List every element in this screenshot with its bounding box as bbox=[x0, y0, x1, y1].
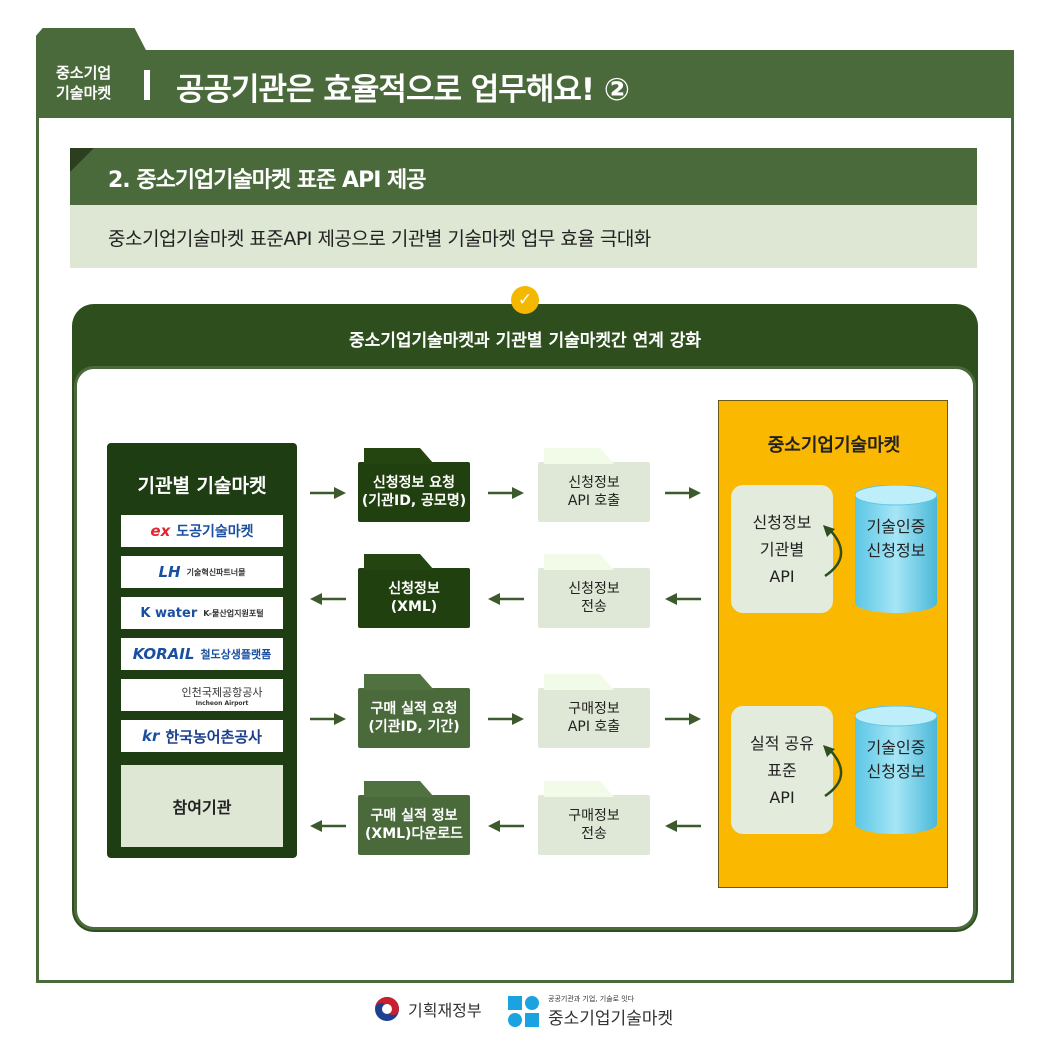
arrow-right-icon bbox=[665, 713, 701, 725]
arrow-right-icon bbox=[488, 713, 524, 725]
ministry-logo: 기획재정부 bbox=[374, 996, 482, 1022]
arrow-left-icon bbox=[665, 593, 701, 605]
request-folder: 신청정보 (XML) bbox=[358, 568, 470, 628]
database-icon: 기술인증 신청정보 bbox=[854, 705, 938, 834]
header-tab bbox=[36, 28, 148, 54]
page-title: 공공기관은 효율적으로 업무해요! ② bbox=[176, 72, 630, 108]
request-folder: 신청정보 요청 (기관ID, 공모명) bbox=[358, 462, 470, 522]
arrow-left-icon bbox=[488, 820, 524, 832]
request-folder: 구매 실적 요청 (기관ID, 기간) bbox=[358, 688, 470, 748]
arrow-right-icon bbox=[488, 487, 524, 499]
arrow-left-icon bbox=[310, 820, 346, 832]
divider bbox=[144, 70, 150, 100]
api-call-folder: 구매정보 전송 bbox=[538, 795, 650, 855]
curved-arrow-icon bbox=[823, 525, 843, 578]
tech-market-box: 중소기업기술마켓 신청정보 기관별 API 실적 공유 표준 API 기술인증 … bbox=[718, 400, 948, 888]
section-title: 2. 중소기업기술마켓 표준 API 제공 bbox=[70, 148, 977, 205]
section-subtitle: 중소기업기술마켓 표준API 제공으로 기관별 기술마켓 업무 효율 극대화 bbox=[70, 205, 977, 268]
panel-title: 중소기업기술마켓과 기관별 기술마켓간 연계 강화 bbox=[348, 331, 702, 351]
api-call-folder: 신청정보 API 호출 bbox=[538, 462, 650, 522]
curved-arrow-icon bbox=[823, 745, 843, 798]
arrow-left-icon bbox=[310, 593, 346, 605]
api-box-application: 신청정보 기관별 API bbox=[731, 485, 833, 613]
request-folder: 구매 실적 정보 (XML)다운로드 bbox=[358, 795, 470, 855]
arrow-left-icon bbox=[488, 593, 524, 605]
tech-market-title: 중소기업기술마켓 bbox=[767, 435, 901, 456]
check-icon: ✓ bbox=[511, 286, 539, 314]
api-call-folder: 구매정보 API 호출 bbox=[538, 688, 650, 748]
participants-box: 참여기관 bbox=[121, 765, 283, 847]
taegeuk-icon bbox=[375, 997, 399, 1021]
arrow-right-icon bbox=[665, 487, 701, 499]
arrow-left-icon bbox=[665, 820, 701, 832]
api-call-folder: 신청정보 전송 bbox=[538, 568, 650, 628]
database-icon: 기술인증 신청정보 bbox=[854, 484, 938, 613]
arrow-right-icon bbox=[310, 713, 346, 725]
agency-markets-title: 기관별 기술마켓 bbox=[137, 475, 267, 497]
market-logo-icon bbox=[508, 995, 539, 1027]
api-box-performance: 실적 공유 표준 API bbox=[731, 706, 833, 834]
section-corner bbox=[70, 148, 94, 172]
arrow-right-icon bbox=[310, 487, 346, 499]
